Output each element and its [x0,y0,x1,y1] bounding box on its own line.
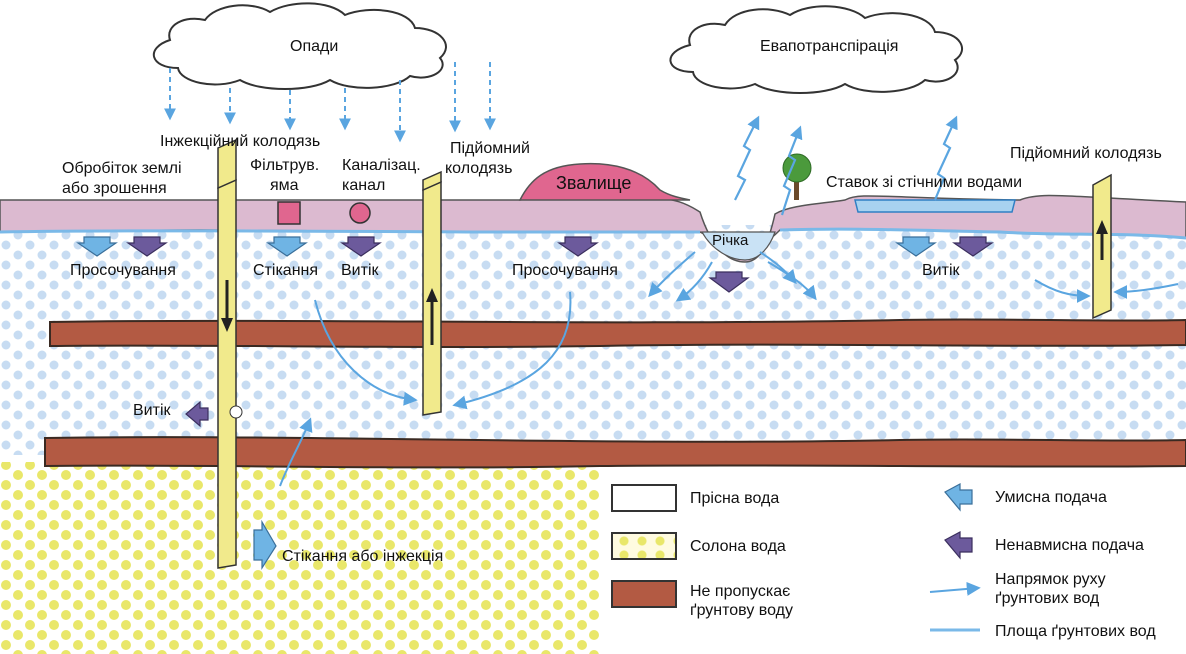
legend-flow-label-1: Напрямок руху [995,570,1106,589]
label-evapotranspiration: Евапотранспірація [760,38,898,56]
label-leak-top: Витік [341,262,379,280]
label-seepage-mid: Просочування [512,262,618,280]
legend-fresh-water-swatch [611,484,677,512]
legend-impermeable-swatch [611,580,677,608]
label-leak-deep: Витік [133,402,171,420]
legend-unintentional-label: Ненавмисна подача [995,536,1144,555]
legend-salt-water-label: Солона вода [690,537,786,556]
sewer-pipe-icon [350,203,370,223]
lift-well-left [423,172,441,415]
label-lift-well-left-1: Підйомний [450,140,530,158]
label-runoff: Стікання [253,262,318,280]
label-sewer-2: канал [342,177,385,195]
label-seepage-left: Просочування [70,262,176,280]
label-runoff-injection: Стікання або інжекція [282,548,443,566]
lift-well-right [1093,175,1111,318]
label-lift-well-right: Підйомний колодязь [1010,145,1162,163]
label-filter-pit-2: яма [270,177,299,195]
label-land-treatment-1: Обробіток землі [62,160,182,178]
legend-salt-water-swatch [611,532,677,560]
legend-graphics [930,484,980,630]
legend-flow-label-2: ґрунтових вод [995,589,1099,608]
filter-pit-icon [278,202,300,224]
label-sewer-1: Каналізац. [342,157,421,175]
label-filter-pit-1: Фільтрув. [250,157,319,175]
label-pond: Ставок зі стічними водами [826,174,1022,192]
label-precipitation: Опади [290,38,338,56]
label-landfill: Звалище [556,174,631,192]
label-land-treatment-2: або зрошення [62,180,167,198]
legend-water-table-label: Площа ґрунтових вод [995,622,1156,641]
pond-water [855,200,1015,212]
legend-intentional-label: Умисна подача [995,488,1107,507]
label-lift-well-left-2: колодязь [445,160,512,178]
label-river: Річка [712,232,748,250]
legend-impermeable-label-2: ґрунтову воду [690,601,793,620]
legend-impermeable-label-1: Не пропускає [690,582,790,601]
label-injection-well: Інжекційний колодязь [160,133,320,151]
label-leak-right: Витік [922,262,960,280]
impermeable-layer-lower [45,437,1186,467]
legend-fresh-water-label: Прісна вода [690,489,779,508]
